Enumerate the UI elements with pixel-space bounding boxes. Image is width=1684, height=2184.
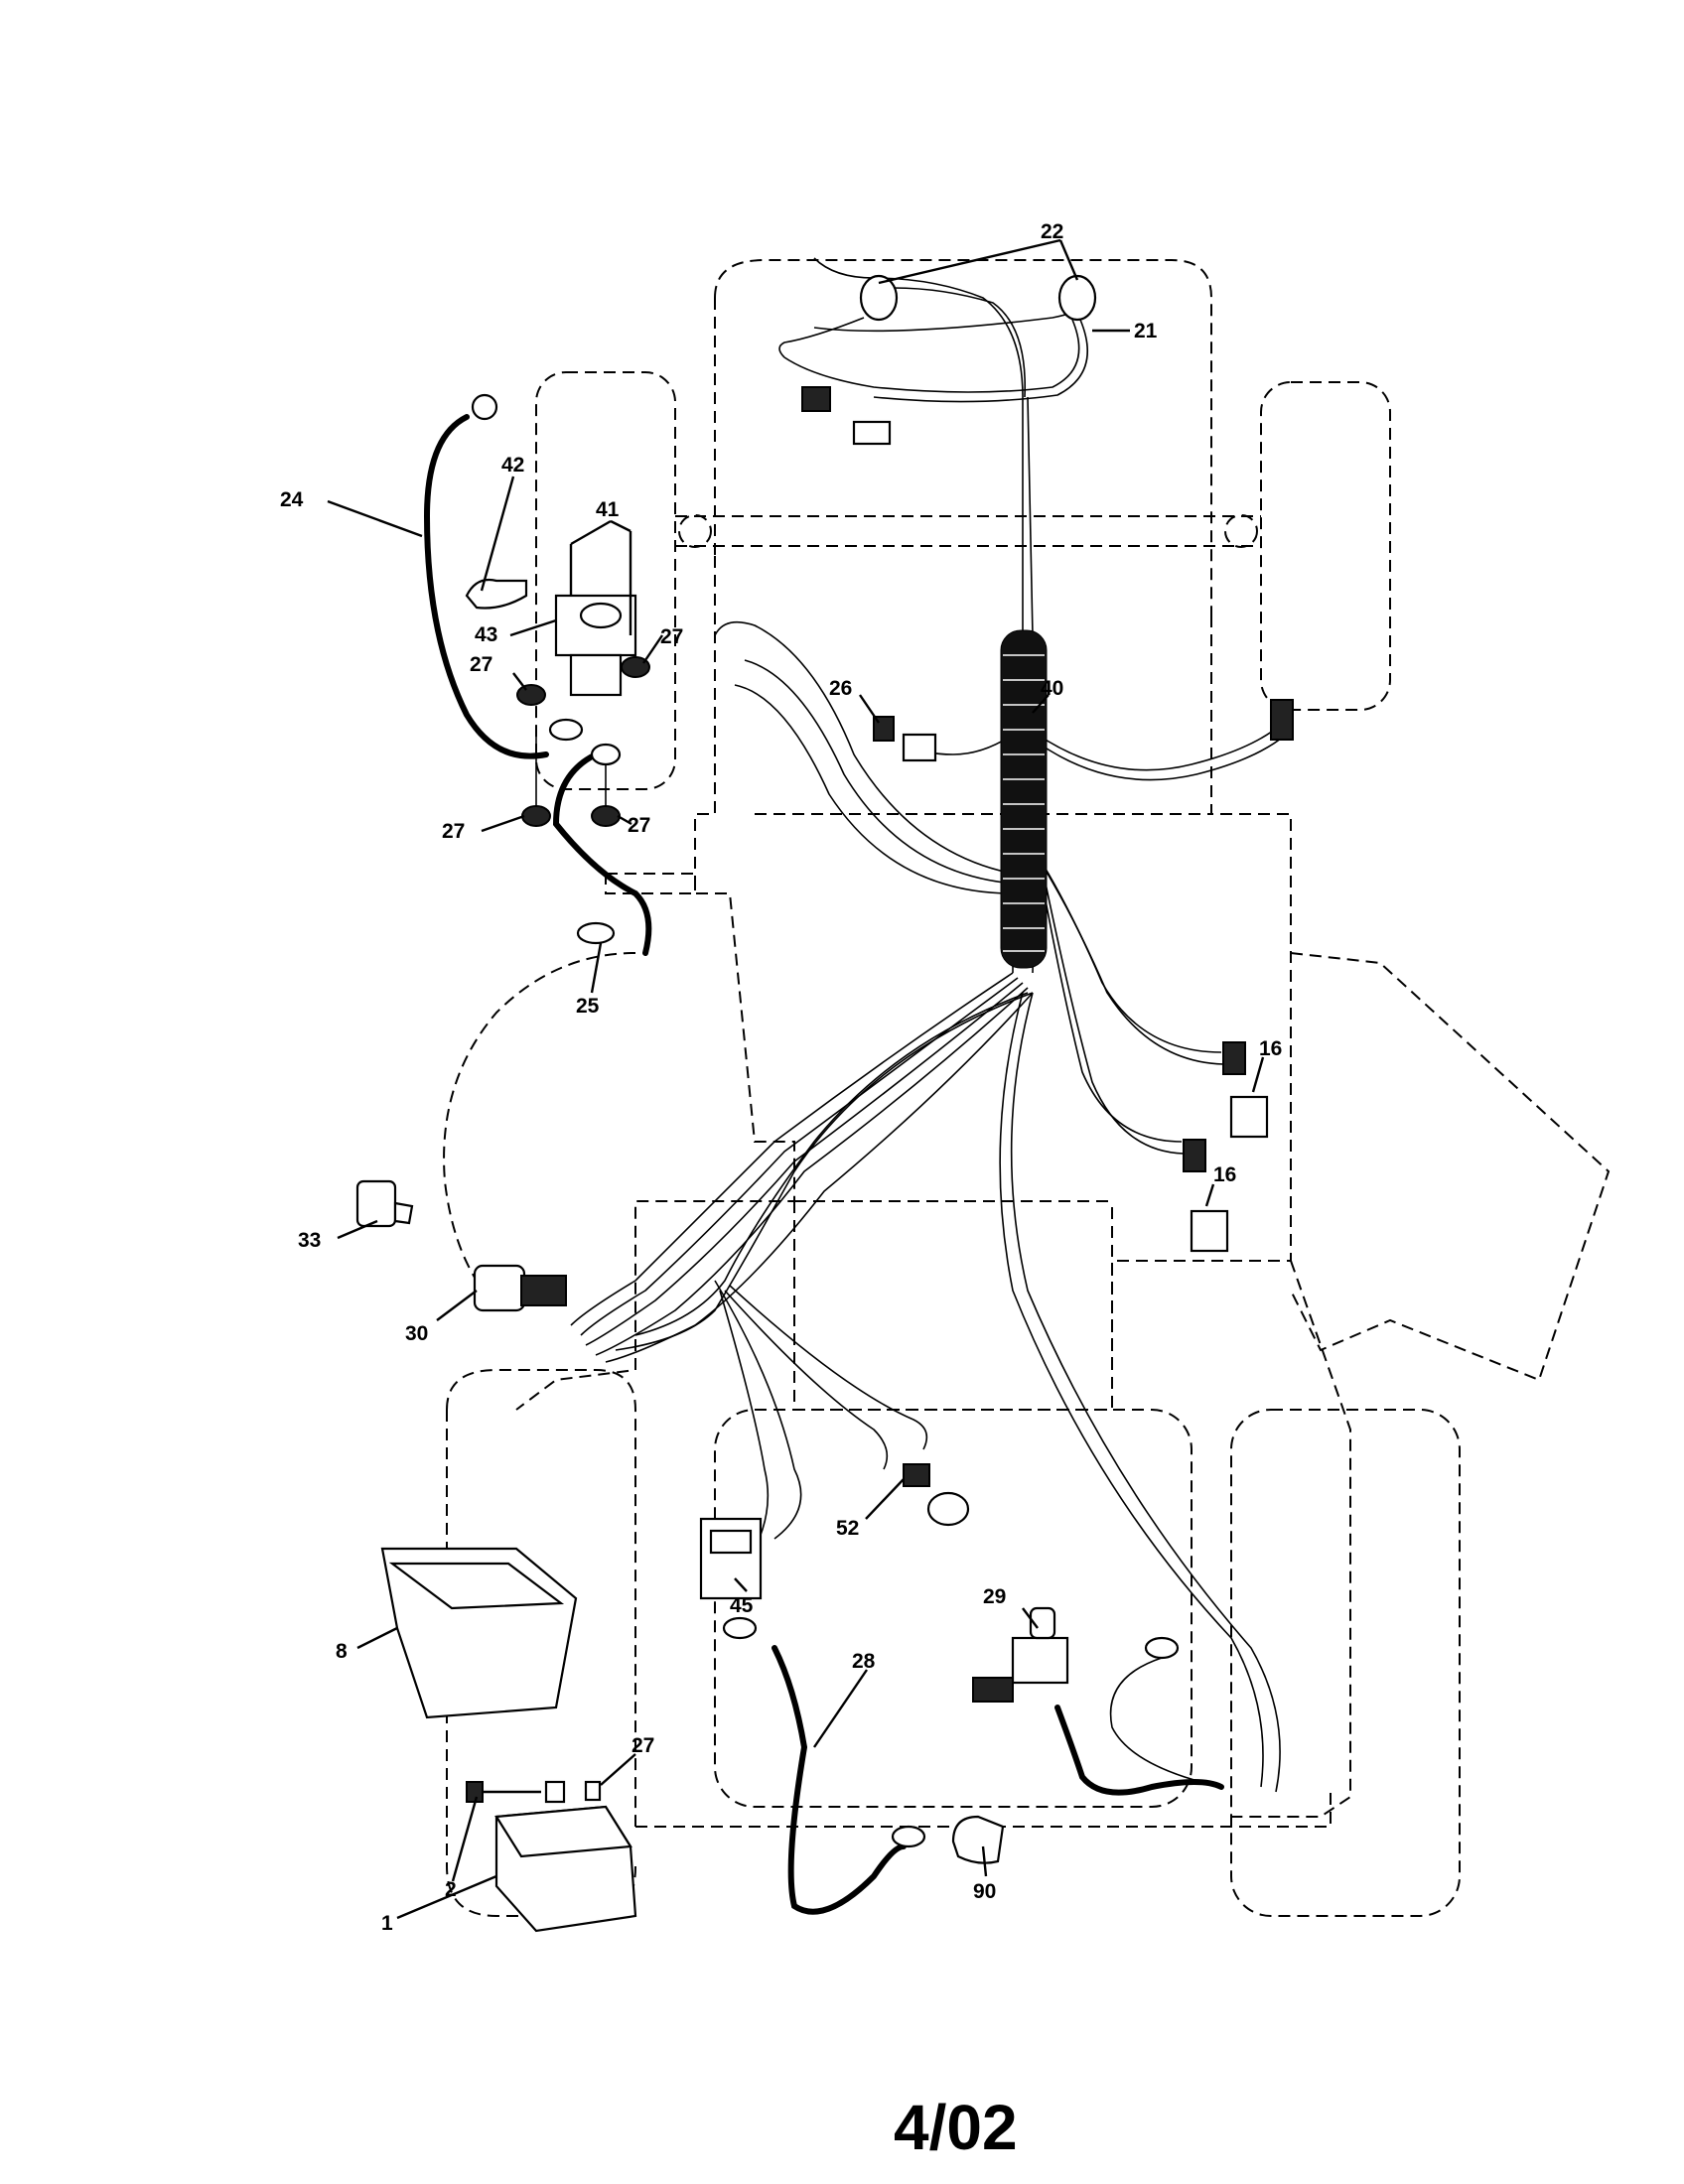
battery-tray <box>380 1547 578 1719</box>
callout-labels: 22 21 42 24 41 43 27 27 26 40 27 27 25 1… <box>280 220 1282 1935</box>
callout-26: 26 <box>829 677 852 700</box>
callout-90: 90 <box>973 1880 996 1903</box>
callout-45: 45 <box>730 1594 754 1617</box>
callout-43: 43 <box>475 623 497 646</box>
conduit-loom <box>1000 629 1048 969</box>
callout-8: 8 <box>336 1640 348 1663</box>
footer-date-code: 4/02 <box>894 2092 1018 2163</box>
callout-16-a: 16 <box>1259 1037 1282 1060</box>
battery-cables <box>423 393 926 1915</box>
connectors-16 <box>1183 1041 1269 1253</box>
right-harness-connector <box>1270 699 1294 741</box>
callout-1: 1 <box>381 1912 393 1935</box>
ignition-switch <box>355 1179 567 1312</box>
lamp-bulb <box>903 1463 970 1527</box>
starter-solenoid <box>465 531 650 827</box>
callout-29: 29 <box>983 1585 1006 1608</box>
leader-lines <box>327 238 1265 1920</box>
tractor-outline <box>443 259 1611 1917</box>
callout-22: 22 <box>1041 220 1063 243</box>
callout-41: 41 <box>596 498 620 521</box>
callout-27-c: 27 <box>442 820 465 843</box>
callout-52: 52 <box>836 1517 859 1540</box>
callout-25: 25 <box>576 995 600 1018</box>
callout-27-d: 27 <box>628 814 650 837</box>
conduit-loom-ribs <box>1003 654 1045 952</box>
callout-16-b: 16 <box>1213 1163 1236 1186</box>
callout-21: 21 <box>1134 320 1158 342</box>
callout-42: 42 <box>501 454 524 477</box>
callout-24: 24 <box>280 488 304 511</box>
connector-26 <box>873 716 937 762</box>
terminal-boot <box>951 1815 1005 1864</box>
headlight-assembly <box>778 274 1097 446</box>
callout-27-a: 27 <box>660 625 683 648</box>
wire-harness-bundle <box>570 257 1287 1793</box>
battery <box>466 1780 637 1933</box>
hour-meter <box>699 1517 763 1600</box>
callout-33: 33 <box>298 1229 321 1252</box>
callout-27-b: 27 <box>470 653 492 676</box>
callout-2: 2 <box>445 1878 457 1901</box>
callout-30: 30 <box>405 1322 428 1345</box>
seat-switch <box>972 1606 1224 1796</box>
callout-40: 40 <box>1041 677 1063 700</box>
callout-28: 28 <box>852 1650 876 1673</box>
callout-27-e: 27 <box>632 1734 654 1757</box>
